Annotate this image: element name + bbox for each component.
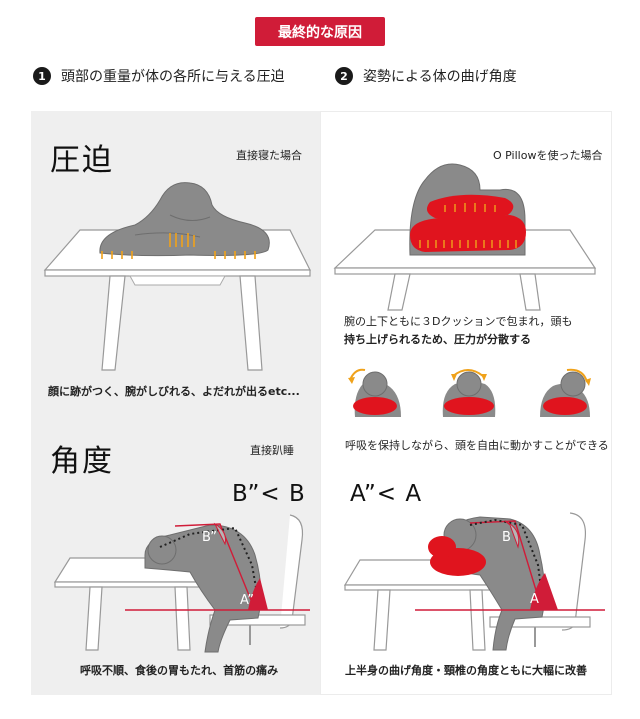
- movement-caption: 呼吸を保持しながら、頭を自由に動かすことができる: [345, 439, 609, 452]
- number-badge-2: 2: [335, 67, 353, 85]
- heading-angle: 2 姿勢による体の曲げ角度: [335, 66, 517, 86]
- pressure-title: 圧迫: [50, 143, 114, 178]
- right-angle-caption: 上半身の曲げ角度・頸椎の角度ともに大幅に改善: [345, 664, 587, 677]
- right-angle-b-label: B: [502, 530, 511, 545]
- right-pressure-caption-1: 腕の上下ともに３Dクッションで包まれ，頭も: [344, 315, 573, 328]
- heading-text-2: 姿勢による体の曲げ角度: [363, 69, 517, 85]
- opillow-sleep-illustration: [333, 163, 597, 311]
- movement-figure-center: [442, 369, 496, 417]
- direct-prone-label: 直接趴睡: [250, 444, 294, 457]
- movement-figure-left: [348, 368, 401, 417]
- angle-title: 角度: [50, 444, 114, 479]
- left-pressure-caption: 顔に跡がつく、腕がしびれる、よだれが出るetc...: [48, 385, 300, 398]
- left-angle-illustration: [53, 514, 310, 653]
- direct-sleep-label: 直接寝た場合: [236, 149, 302, 162]
- right-angle-compare: A”< A: [350, 481, 423, 507]
- left-angle-b-label: B”: [202, 530, 217, 545]
- left-angle-caption: 呼吸不順、食後の胃もたれ、首筋の痛み: [80, 664, 279, 677]
- number-badge-1: 1: [33, 67, 51, 85]
- head-movement-figures: [348, 368, 591, 417]
- heading-text-1: 頭部の重量が体の各所に与える圧迫: [61, 69, 285, 85]
- right-pressure-caption-2: 持ち上げられるため、圧力が分散する: [344, 333, 531, 346]
- left-angle-a-label: A”: [240, 593, 255, 608]
- left-angle-compare: B”< B: [232, 481, 306, 507]
- right-angle-a-label: A: [530, 592, 539, 607]
- title-badge: 最終的な原因: [255, 17, 385, 46]
- heading-pressure: 1 頭部の重量が体の各所に与える圧迫: [33, 66, 285, 86]
- right-angle-illustration: [343, 512, 605, 651]
- movement-figure-right: [540, 368, 591, 417]
- direct-sleep-illustration: [43, 182, 311, 371]
- opillow-label: O Pillowを使った場合: [493, 149, 603, 162]
